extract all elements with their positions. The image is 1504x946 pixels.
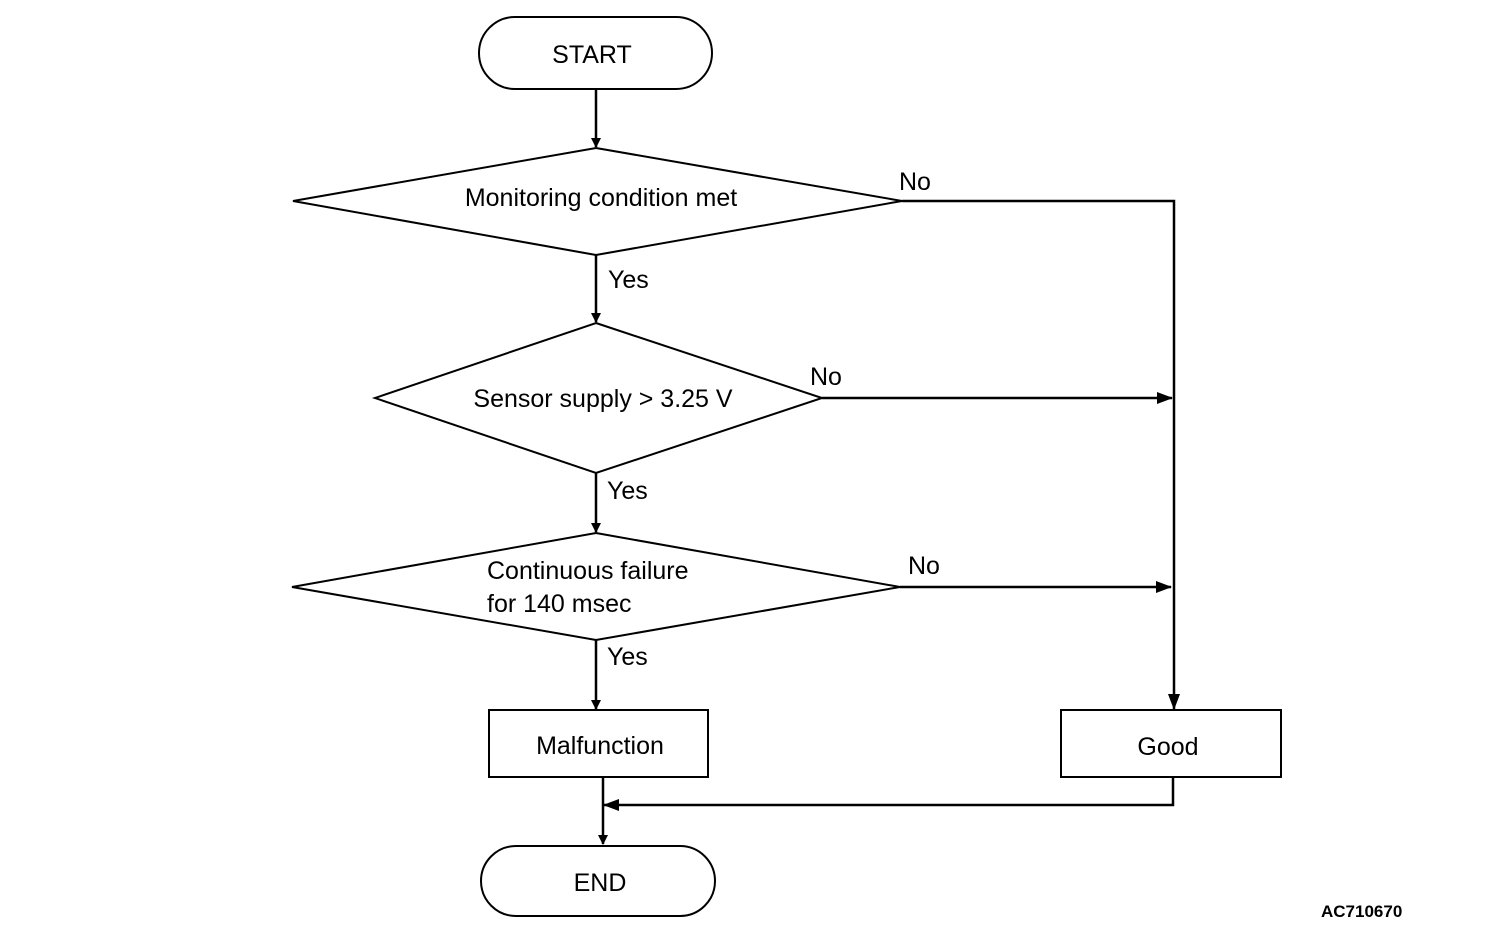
start-label: START <box>552 41 632 69</box>
end-terminal <box>480 845 716 917</box>
arrow-monitoring-no-to-good <box>902 199 1180 710</box>
monitoring-yes-label: Yes <box>608 266 649 294</box>
good-label: Good <box>1137 733 1198 761</box>
failure-no-label: No <box>908 552 940 580</box>
good-box <box>1060 709 1282 778</box>
figure-code: AC710670 <box>1321 902 1402 921</box>
failure-yes-label: Yes <box>607 643 648 671</box>
decision-failure-label-line2: for 140 msec <box>487 590 632 618</box>
arrow-good-to-end <box>603 777 1175 811</box>
decision-failure-label-line1: Continuous failure <box>487 557 689 585</box>
malfunction-box <box>488 709 709 778</box>
decision-continuous-failure <box>291 531 901 642</box>
decision-sensor-label: Sensor supply > 3.25 V <box>473 385 733 413</box>
malfunction-label: Malfunction <box>536 732 664 760</box>
decision-monitoring-label: Monitoring condition met <box>465 184 737 212</box>
monitoring-no-label: No <box>899 168 931 196</box>
sensor-no-label: No <box>810 363 842 391</box>
sensor-yes-label: Yes <box>607 477 648 505</box>
end-label: END <box>574 869 627 897</box>
